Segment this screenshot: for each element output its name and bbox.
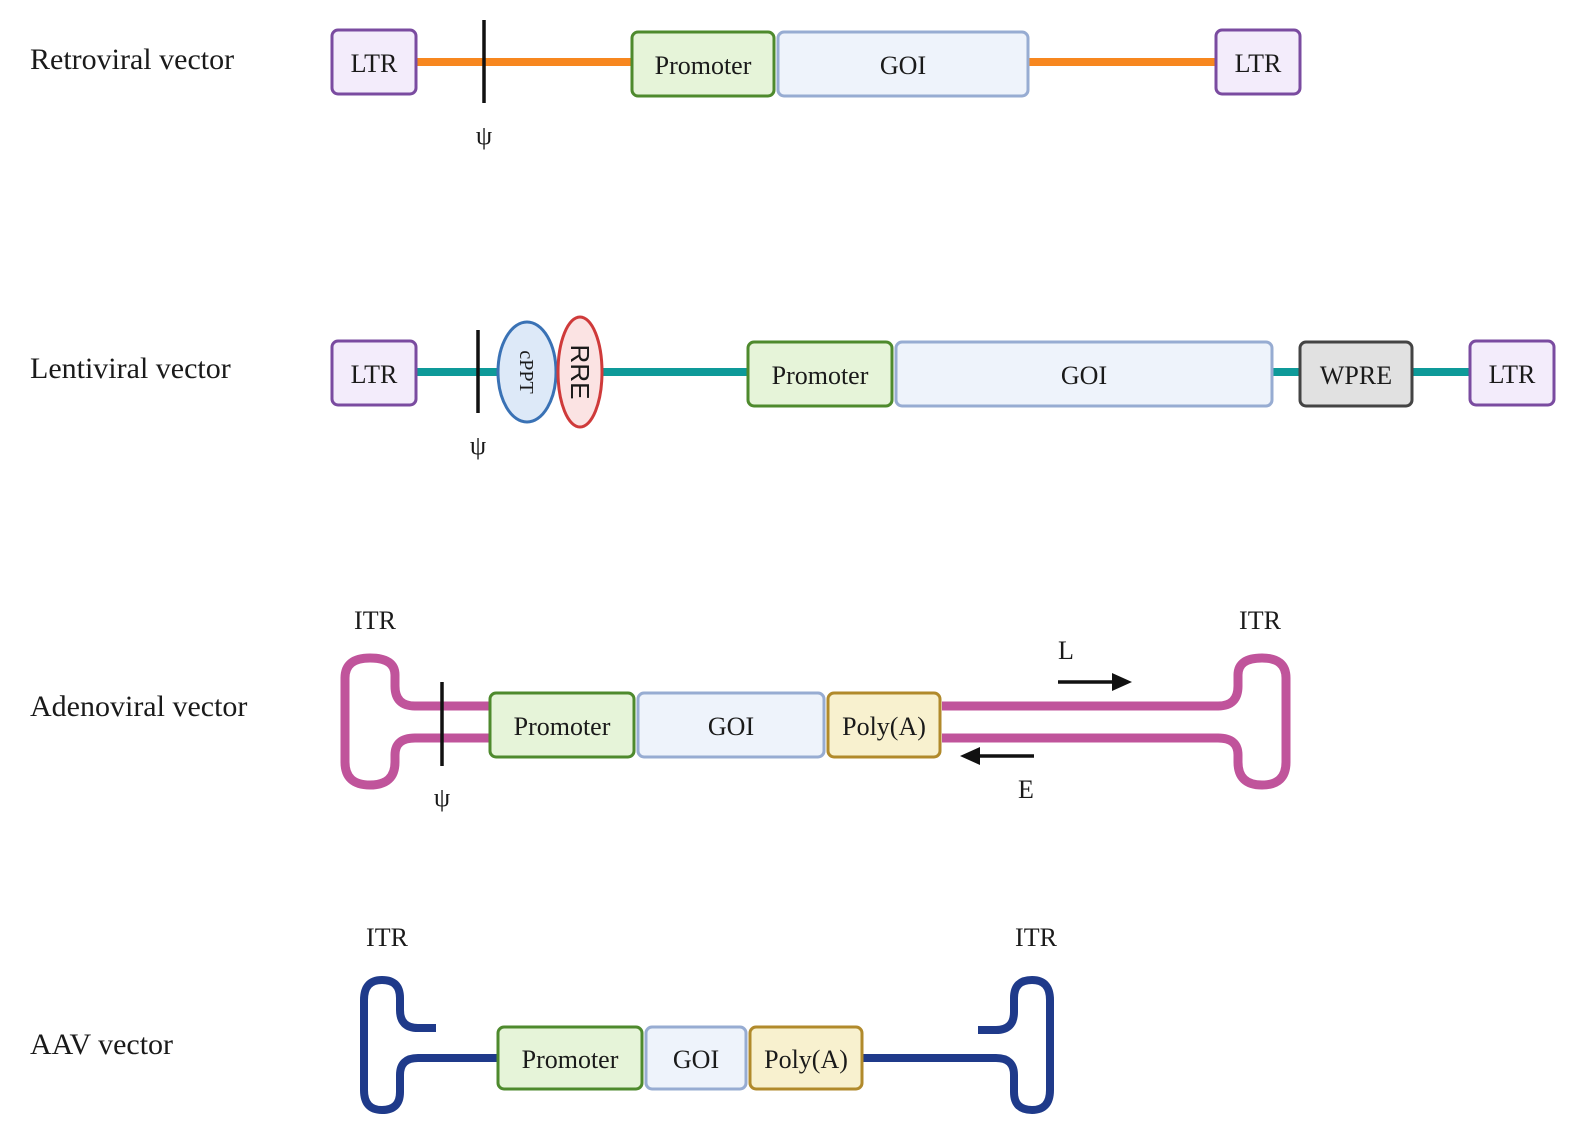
rre-label: RRE [565, 345, 595, 400]
promoter-label: Promoter [522, 1045, 619, 1074]
promoter-box: Promoter [746, 340, 894, 408]
itr-right-label: ITR [1239, 606, 1282, 635]
goi-label: GOI [673, 1045, 719, 1074]
rre-ellipse: RRE [556, 315, 604, 429]
promoter-label: Promoter [655, 51, 752, 80]
goi-box: GOI [776, 30, 1030, 98]
retroviral-vector-label: Retroviral vector [30, 43, 234, 76]
wpre-box: WPRE [1298, 340, 1414, 408]
itr-left-hairpin [340, 653, 490, 790]
retroviral-vector-row: Retroviral vector ψ LTR Promoter GOI LTR [30, 20, 1302, 150]
ltr-left-label: LTR [351, 49, 398, 78]
goi-label: GOI [880, 51, 926, 80]
goi-label: GOI [1061, 361, 1107, 390]
itr-right-label: ITR [1015, 923, 1058, 952]
psi-label: ψ [476, 121, 492, 150]
lentiviral-vector-row: Lentiviral vector ψ LTR cPPT RRE Promote… [30, 315, 1556, 460]
l-strand-label: L [1058, 636, 1074, 665]
ltr-left-box: LTR [330, 339, 418, 407]
ltr-right-box: LTR [1468, 339, 1556, 407]
polya-box: Poly(A) [826, 691, 942, 759]
aav-vector-label: AAV vector [30, 1028, 173, 1061]
adenoviral-vector-label: Adenoviral vector [30, 690, 247, 723]
itr-left-label: ITR [354, 606, 397, 635]
ltr-right-label: LTR [1235, 49, 1282, 78]
goi-label: GOI [708, 712, 754, 741]
e-arrow-icon [960, 747, 1034, 765]
adenoviral-vector-row: Adenoviral vector ITR ITR ψ Promoter GOI… [30, 606, 1291, 812]
promoter-box: Promoter [488, 691, 636, 759]
psi-label: ψ [434, 783, 450, 812]
promoter-label: Promoter [514, 712, 611, 741]
itr-right-hairpin [1195, 653, 1291, 790]
e-strand-label: E [1018, 775, 1034, 804]
cppt-ellipse: cPPT [496, 320, 558, 424]
ltr-right-label: LTR [1489, 360, 1536, 389]
ltr-right-box: LTR [1214, 28, 1302, 96]
l-arrow-icon [1058, 673, 1132, 691]
ltr-left-label: LTR [351, 360, 398, 389]
polya-box: Poly(A) [748, 1025, 864, 1091]
lentiviral-vector-label: Lentiviral vector [30, 352, 231, 385]
aav-vector-row: AAV vector ITR ITR Promoter GOI Poly(A) [30, 923, 1058, 1114]
psi-label: ψ [470, 431, 486, 460]
promoter-label: Promoter [772, 361, 869, 390]
goi-box: GOI [894, 340, 1274, 408]
goi-box: GOI [644, 1025, 748, 1091]
cppt-label: cPPT [515, 350, 537, 393]
promoter-box: Promoter [630, 30, 776, 98]
polya-label: Poly(A) [764, 1045, 848, 1074]
itr-left-hairpin [360, 976, 498, 1114]
polya-label: Poly(A) [842, 712, 926, 741]
promoter-box: Promoter [496, 1025, 644, 1091]
goi-box: GOI [636, 691, 826, 759]
itr-right-hairpin [978, 976, 1054, 1114]
wpre-label: WPRE [1320, 361, 1392, 390]
itr-left-label: ITR [366, 923, 409, 952]
ltr-left-box: LTR [330, 28, 418, 96]
